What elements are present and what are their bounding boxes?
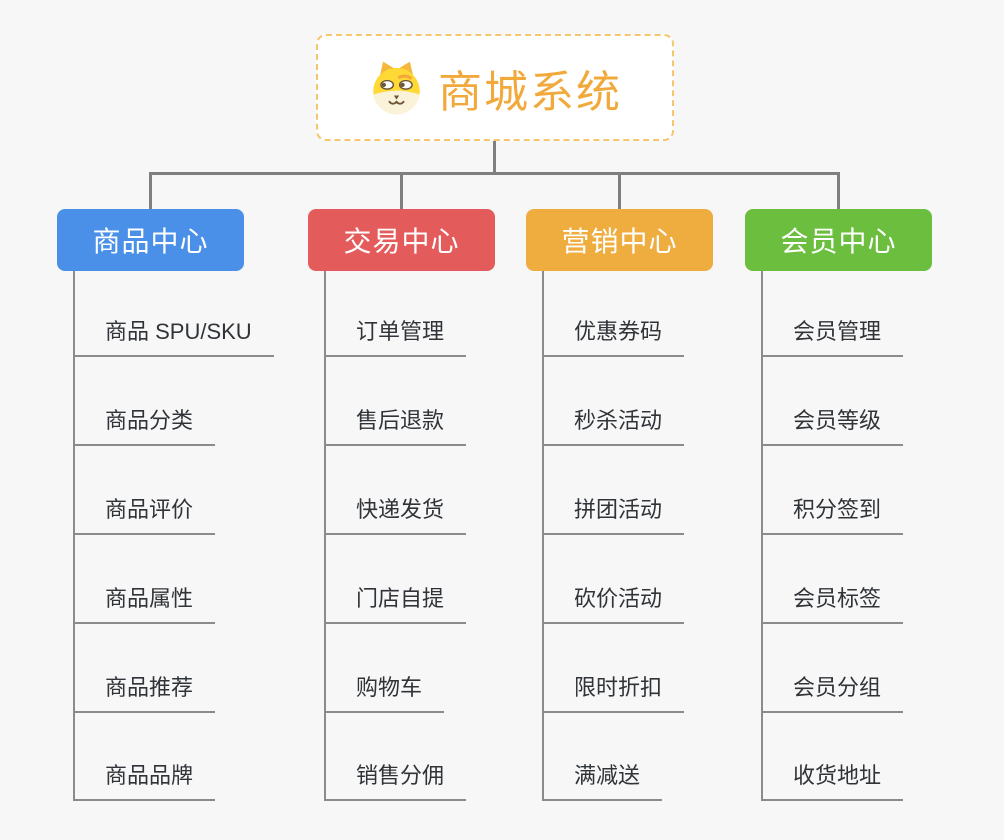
leaf-node[interactable]: 商品 SPU/SKU: [73, 319, 274, 357]
leaf-node[interactable]: 砍价活动: [542, 586, 685, 624]
doge-face-icon: [373, 61, 420, 115]
leaf-node[interactable]: 商品分类: [73, 408, 216, 446]
subtree-product-center: 商品 SPU/SKU 商品分类 商品评价 商品属性 商品推荐 商品品牌: [73, 271, 323, 803]
leaf-node[interactable]: 会员标签: [761, 586, 904, 624]
leaf-node[interactable]: 拼团活动: [542, 497, 685, 535]
connector-drop-member-center: [837, 172, 840, 210]
connector-bus: [149, 172, 840, 175]
connector-drop-marketing-center: [618, 172, 621, 210]
leaf-node[interactable]: 满减送: [542, 763, 663, 801]
leaf-node[interactable]: 会员管理: [761, 319, 904, 357]
branch-node-trade-center[interactable]: 交易中心: [308, 209, 495, 271]
leaf-node[interactable]: 秒杀活动: [542, 408, 685, 446]
leaf-node[interactable]: 订单管理: [324, 319, 467, 357]
leaf-node[interactable]: 销售分佣: [324, 763, 467, 801]
leaf-node[interactable]: 商品评价: [73, 497, 216, 535]
root-node-label: 商城系统: [438, 67, 622, 117]
branch-node-product-center[interactable]: 商品中心: [57, 209, 244, 271]
leaf-node[interactable]: 商品推荐: [73, 675, 216, 713]
leaf-node[interactable]: 售后退款: [324, 408, 467, 446]
leaf-node[interactable]: 积分签到: [761, 497, 904, 535]
branch-node-marketing-center[interactable]: 营销中心: [526, 209, 713, 271]
connector-root-stem: [493, 141, 496, 175]
connector-drop-product-center: [149, 172, 152, 210]
subtree-member-center: 会员管理 会员等级 积分签到 会员标签 会员分组 收货地址: [761, 271, 1004, 803]
leaf-node[interactable]: 会员等级: [761, 408, 904, 446]
leaf-node[interactable]: 商品属性: [73, 586, 216, 624]
leaf-node[interactable]: 商品品牌: [73, 763, 216, 801]
leaf-node[interactable]: 优惠券码: [542, 319, 685, 357]
leaf-node[interactable]: 限时折扣: [542, 675, 685, 713]
leaf-node[interactable]: 门店自提: [324, 586, 467, 624]
branch-node-member-center[interactable]: 会员中心: [745, 209, 932, 271]
subtree-marketing-center: 优惠券码 秒杀活动 拼团活动 砍价活动 限时折扣 满减送: [542, 271, 792, 803]
connector-drop-trade-center: [400, 172, 403, 210]
leaf-node[interactable]: 购物车: [324, 675, 445, 713]
root-node[interactable]: 商城系统: [316, 34, 674, 141]
subtree-trade-center: 订单管理 售后退款 快递发货 门店自提 购物车 销售分佣: [324, 271, 574, 803]
leaf-node[interactable]: 会员分组: [761, 675, 904, 713]
leaf-node[interactable]: 收货地址: [761, 763, 904, 801]
leaf-node[interactable]: 快递发货: [324, 497, 467, 535]
